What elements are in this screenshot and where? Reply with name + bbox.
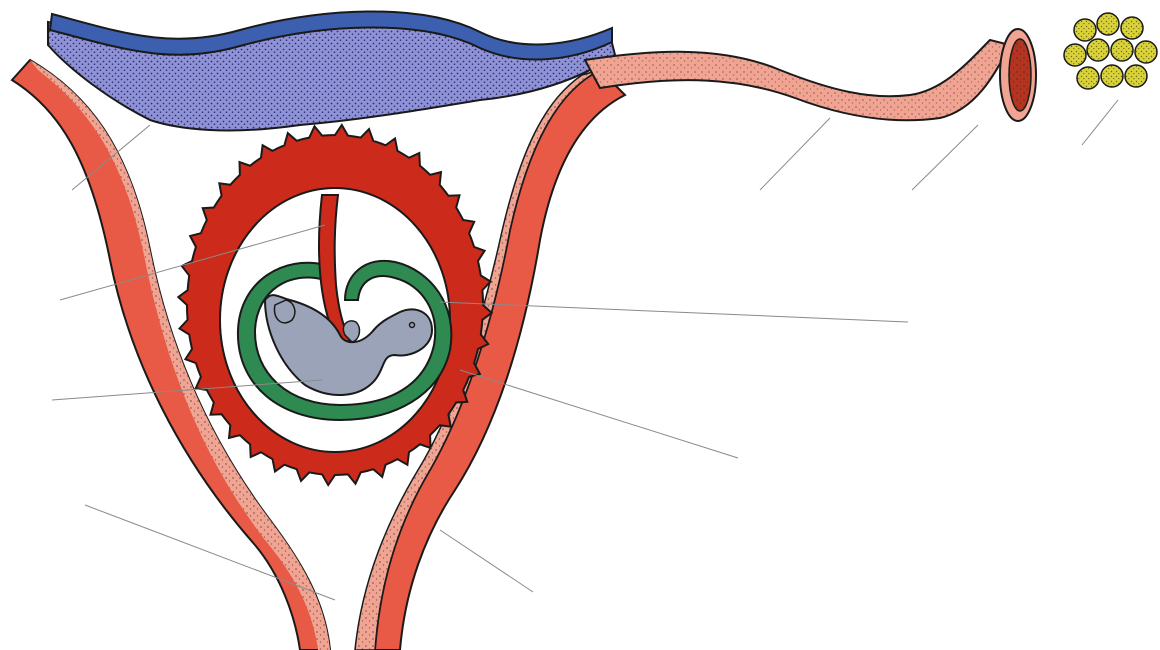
maternal-decidua — [48, 11, 615, 130]
leader-line-ovary — [1082, 100, 1118, 145]
leader-line-amniotic-cavity — [460, 370, 738, 458]
leader-line-infundibulum — [912, 125, 978, 190]
fimbriae — [1000, 29, 1036, 121]
leader-line-endometrium — [440, 530, 533, 592]
leader-line-oviduct — [760, 118, 830, 190]
fallopian-tube — [585, 40, 1010, 120]
leader-line-myometrium — [85, 505, 335, 600]
ovary — [1064, 13, 1157, 89]
